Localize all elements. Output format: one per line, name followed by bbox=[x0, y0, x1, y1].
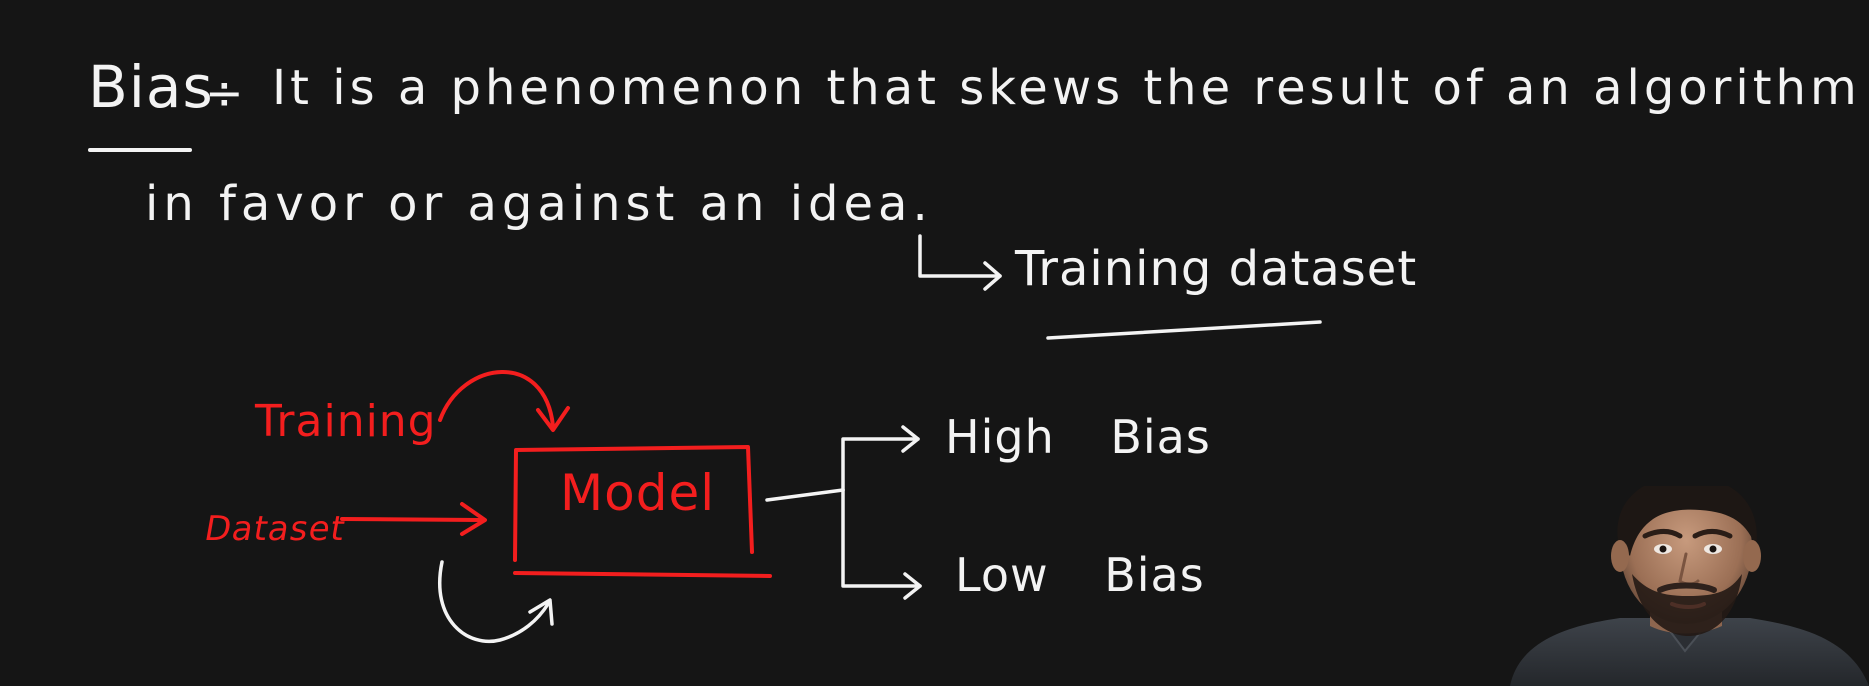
feedback-curve bbox=[438, 560, 550, 644]
presenter-webcam bbox=[1500, 486, 1869, 686]
training-curve-arrow bbox=[438, 370, 555, 428]
model-label: Model bbox=[560, 464, 716, 522]
feedback-arrowhead bbox=[528, 598, 554, 626]
branch-upper bbox=[841, 437, 920, 492]
callout-label: Training dataset bbox=[1015, 241, 1418, 297]
output-high-bias: High Bias bbox=[945, 410, 1211, 464]
input-label-dataset: Dataset bbox=[201, 509, 349, 549]
branch-lower bbox=[841, 488, 922, 588]
training-curve-arrowhead bbox=[536, 406, 570, 432]
model-box-bottom bbox=[513, 571, 772, 578]
model-box bbox=[513, 445, 754, 562]
branch-upper-arrowhead bbox=[901, 425, 920, 453]
input-label-training: Training bbox=[255, 396, 437, 447]
definition-line-1: It is a phenomenon that skews the result… bbox=[272, 60, 1861, 116]
callout-arrow bbox=[918, 234, 1002, 278]
definition-separator: ÷ bbox=[205, 66, 245, 120]
output-low-bias: Low Bias bbox=[955, 548, 1205, 602]
callout-arrowhead bbox=[983, 261, 1002, 291]
presenter-figure bbox=[1510, 486, 1869, 686]
dataset-arrow bbox=[340, 517, 482, 522]
definition-line-2: in favor or against an idea. bbox=[145, 176, 933, 232]
branch-lower-arrowhead bbox=[903, 572, 922, 600]
branch-stem bbox=[765, 488, 845, 502]
bias-term: Bias bbox=[88, 53, 214, 121]
training-dataset-underline bbox=[1046, 320, 1322, 340]
dataset-arrowhead bbox=[460, 502, 487, 536]
